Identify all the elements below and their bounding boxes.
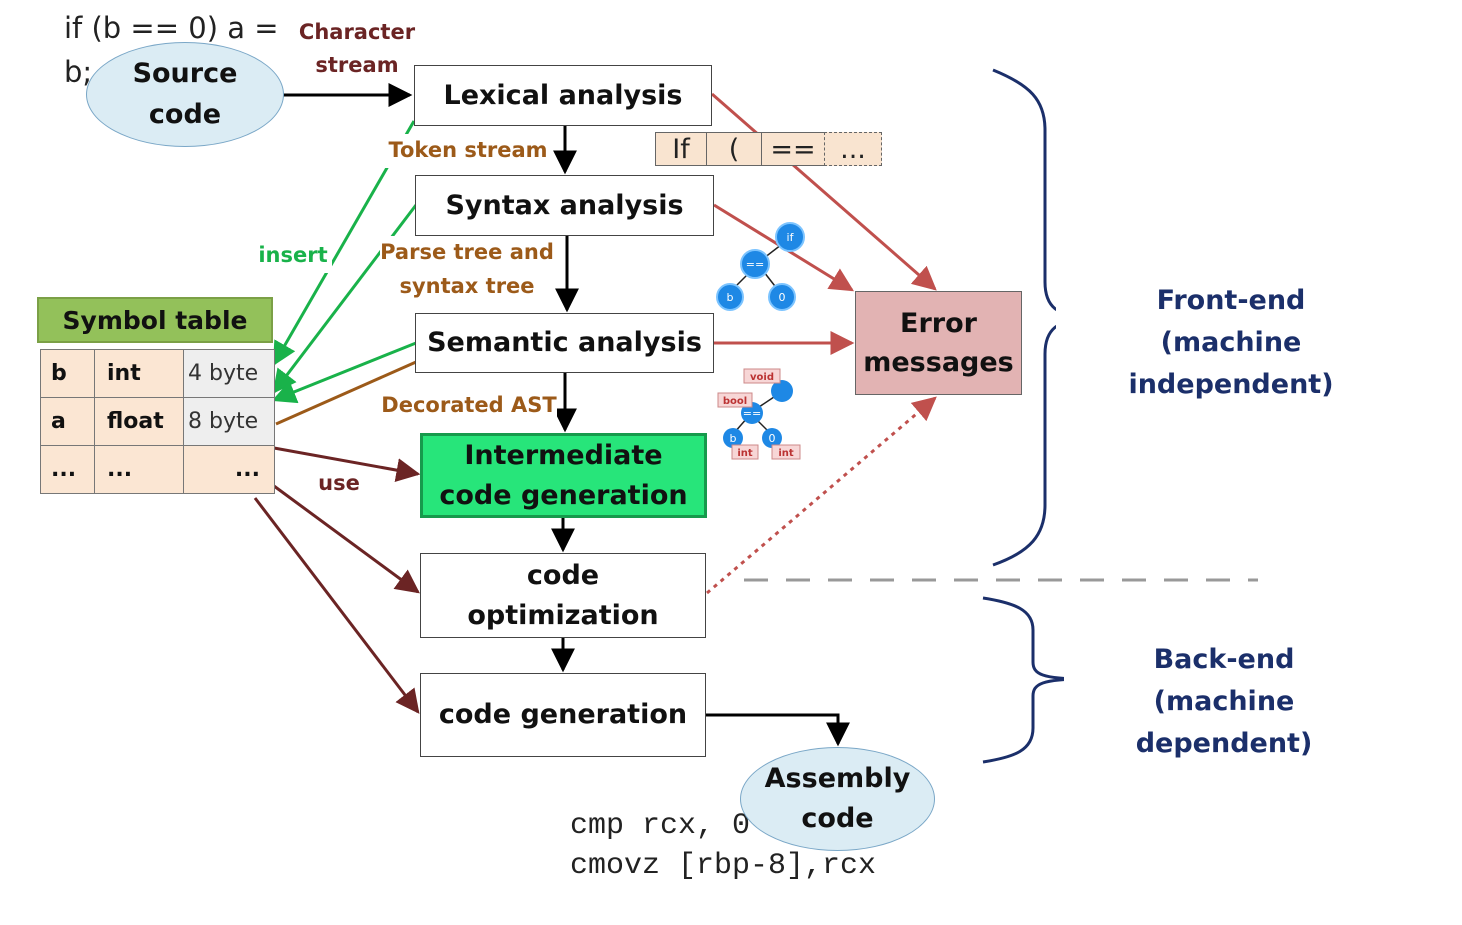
front-end-label: Front-end (machine independent) bbox=[1056, 280, 1406, 406]
symbol-name-cell: b bbox=[40, 349, 95, 398]
error-messages-box: Error messages bbox=[855, 291, 1022, 395]
parse-tree-label: Parse tree and syntax tree bbox=[380, 236, 554, 304]
symbol-type-cell: int bbox=[94, 349, 184, 398]
symbol-size-cell: 4 byte bbox=[183, 349, 275, 398]
decorated-ast-label: Decorated AST bbox=[381, 389, 557, 423]
tree-node-eq: == bbox=[746, 258, 764, 271]
code-generation-box: code generation bbox=[420, 673, 706, 757]
token-eq: == bbox=[761, 132, 825, 166]
symbol-table-title: Symbol table bbox=[37, 297, 273, 343]
back-end-label: Back-end (machine dependent) bbox=[1064, 639, 1384, 765]
symbol-size-cell: ... bbox=[183, 445, 275, 494]
source-code-node: Source code bbox=[86, 42, 284, 147]
ast-type-bool: bool bbox=[723, 396, 747, 407]
table-row: a float 8 byte bbox=[40, 397, 275, 446]
use-arrow-optimization bbox=[273, 484, 420, 594]
insert-label: insert bbox=[254, 239, 332, 273]
arrow-generation-to-assembly bbox=[705, 713, 850, 747]
parse-tree-icon: if == b 0 bbox=[716, 222, 805, 311]
token-paren: ( bbox=[706, 132, 762, 166]
use-arrow-intermediate bbox=[273, 446, 421, 482]
tree-node-b: b bbox=[727, 291, 734, 304]
code-optimization-box: code optimization bbox=[420, 553, 706, 638]
ast-node-b: b bbox=[730, 432, 737, 445]
table-row: ... ... ... bbox=[40, 445, 275, 494]
symbol-table: b int 4 byte a float 8 byte ... ... ... bbox=[40, 349, 275, 494]
token-if: If bbox=[655, 132, 707, 166]
semantic-analysis-box: Semantic analysis bbox=[415, 313, 714, 373]
lexical-analysis-box: Lexical analysis bbox=[414, 65, 712, 126]
character-stream-label: Character stream bbox=[298, 20, 416, 77]
symbol-type-cell: ... bbox=[94, 445, 184, 494]
insert-arrow-semantic bbox=[271, 341, 417, 404]
assembly-code-node: Assembly code bbox=[740, 747, 935, 851]
decorated-ast-icon: void bool == b 0 int int bbox=[717, 368, 801, 460]
tree-node-0: 0 bbox=[779, 291, 786, 304]
symbol-link-semantic bbox=[275, 360, 417, 426]
symbol-type-cell: float bbox=[94, 397, 184, 446]
symbol-name-cell: a bbox=[40, 397, 95, 446]
ast-type-int-left: int bbox=[737, 448, 753, 459]
syntax-analysis-box: Syntax analysis bbox=[415, 175, 714, 236]
tree-node-if: if bbox=[787, 231, 795, 244]
ast-node-eq: == bbox=[743, 407, 761, 420]
ast-type-int-right: int bbox=[778, 448, 794, 459]
intermediate-code-box: Intermediate code generation bbox=[420, 433, 707, 518]
use-label: use bbox=[318, 471, 360, 495]
symbol-size-cell: 8 byte bbox=[183, 397, 275, 446]
ast-node-0: 0 bbox=[769, 432, 776, 445]
token-stream-label: Token stream bbox=[385, 134, 551, 168]
symbol-name-cell: ... bbox=[40, 445, 95, 494]
assembly-line: cmovz [rbp-8],rcx bbox=[570, 849, 877, 883]
table-row: b int 4 byte bbox=[40, 349, 275, 398]
ast-type-void: void bbox=[750, 372, 774, 383]
use-arrow-generation bbox=[253, 497, 420, 714]
error-arrow-lexical bbox=[711, 92, 937, 291]
token-more: ... bbox=[824, 132, 882, 166]
